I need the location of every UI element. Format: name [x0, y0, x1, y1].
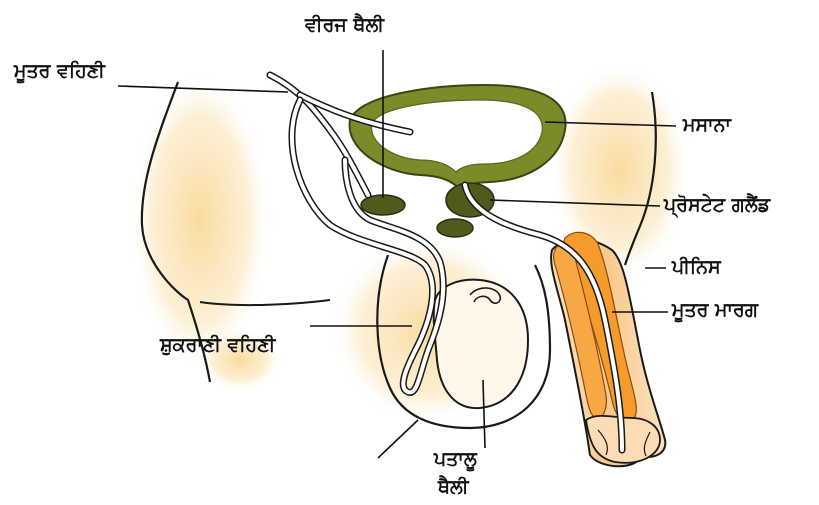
label-seminal-vesicle: ਵੀਰਜ ਥੈਲੀ [305, 16, 384, 35]
label-ureter: ਮੂਤਰ ਵਹਿਣੀ [14, 62, 105, 81]
buttock-tint [130, 70, 270, 370]
testis [434, 280, 528, 408]
leader-scrotum [378, 420, 418, 458]
label-penis: ਪੀਨਿਸ [672, 258, 721, 277]
label-scrotum-line1: ਪਤਾਲੂ [434, 450, 477, 469]
label-scrotum-line2: ਥੈਲੀ [438, 478, 469, 497]
label-vas-deferens: ਸ਼ੁਕਰਾਣੀ ਵਹਿਣੀ [160, 336, 275, 355]
bulbourethral-gland [437, 219, 473, 237]
label-bladder: ਮਸਾਨਾ [683, 116, 731, 135]
label-prostate-gland: ਪ੍ਰੋਸਟੇਟ ਗਲੈਂਡ [664, 196, 770, 215]
label-urethra: ਮੂਤਰ ਮਾਰਗ [672, 301, 758, 320]
